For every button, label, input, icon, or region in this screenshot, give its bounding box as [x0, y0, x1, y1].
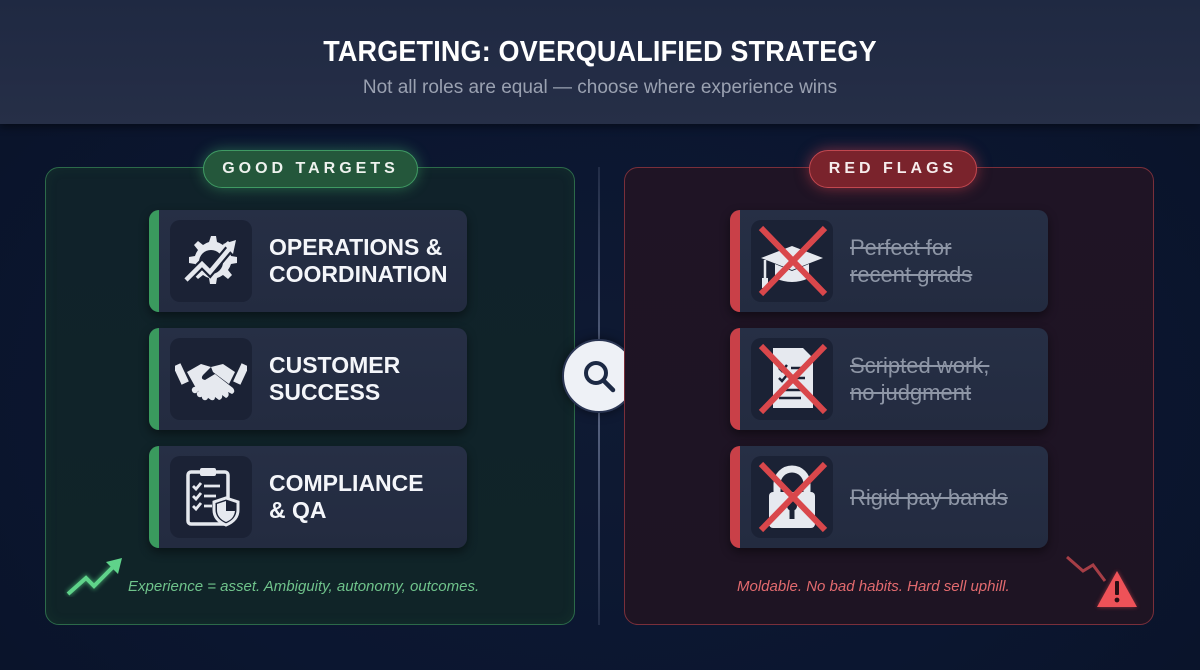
- red-flag-card-recent-grads: Perfect for recent grads: [730, 210, 1048, 312]
- good-target-card-customer-success: CUSTOMER SUCCESS: [149, 328, 467, 430]
- header: TARGETING: OVERQUALIFIED STRATEGY Not al…: [0, 0, 1200, 124]
- red-flag-card-scripted-work: Scripted work, no judgment: [730, 328, 1048, 430]
- handshake-icon: [170, 338, 252, 420]
- red-flags-footer: Moldable. No bad habits. Hard sell uphil…: [737, 578, 1010, 595]
- script-document-icon: [751, 338, 833, 420]
- good-targets-footer: Experience = asset. Ambiguity, autonomy,…: [128, 578, 480, 595]
- good-targets-badge: GOOD TARGETS: [203, 150, 418, 188]
- graduation-cap-icon: [751, 220, 833, 302]
- good-targets-panel: GOOD TARGETS OPERATIONS & COORDINATION: [45, 150, 575, 625]
- card-label: OPERATIONS & COORDINATION: [269, 234, 448, 287]
- card-accent-bar: [730, 328, 740, 430]
- card-label: Perfect for recent grads: [850, 235, 973, 287]
- page-subtitle: Not all roles are equal — choose where e…: [362, 77, 838, 98]
- magnifier-icon: [562, 339, 636, 413]
- gear-trend-up-icon: [170, 220, 252, 302]
- card-accent-bar: [149, 328, 159, 430]
- trend-up-arrow-icon: [66, 558, 122, 597]
- red-flags-badge: RED FLAGS: [809, 150, 977, 188]
- card-label: COMPLIANCE & QA: [269, 470, 424, 523]
- card-label: CUSTOMER SUCCESS: [269, 352, 401, 405]
- card-accent-bar: [730, 210, 740, 312]
- trend-down-warning-icon: [1066, 555, 1137, 607]
- card-label: Rigid pay bands: [850, 484, 1008, 510]
- page-title: TARGETING: OVERQUALIFIED STRATEGY: [323, 36, 877, 68]
- card-accent-bar: [149, 210, 159, 312]
- card-label: Scripted work, no judgment: [850, 353, 990, 405]
- card-accent-bar: [149, 446, 159, 548]
- padlock-icon: [751, 456, 833, 538]
- red-flags-panel: RED FLAGS Perfect for recent grads: [624, 150, 1154, 625]
- good-target-card-compliance: COMPLIANCE & QA: [149, 446, 467, 548]
- clipboard-shield-icon: [170, 456, 252, 538]
- card-accent-bar: [730, 446, 740, 548]
- red-flag-card-rigid-pay: Rigid pay bands: [730, 446, 1048, 548]
- good-target-card-operations: OPERATIONS & COORDINATION: [149, 210, 467, 312]
